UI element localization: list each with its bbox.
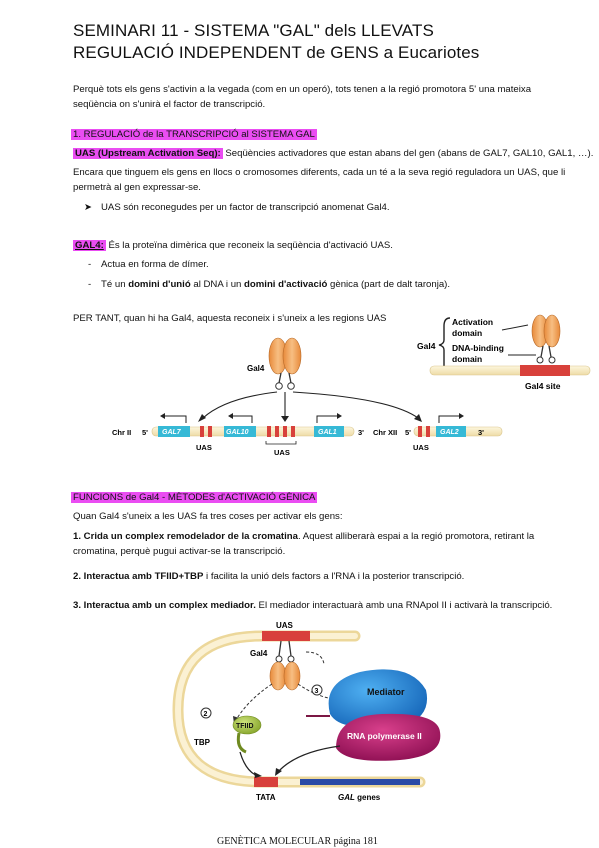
gene-gal1 (314, 426, 344, 437)
function-item-2: 2. Interactua amb TFIID+TBP i facilita l… (73, 571, 465, 582)
inset-activation-label: Activation (452, 317, 493, 327)
arrow-bullet-icon: ➤ (84, 202, 93, 213)
chromosome-ii-strand: Chr II 5' GAL7 GAL10 GAL1 3' UAS UAS (112, 413, 364, 457)
dash-item-2: Té un domini d'unió al DNA i un domini d… (101, 279, 451, 290)
svg-text:domain: domain (452, 354, 482, 364)
inset-gal4-label: Gal4 (417, 341, 436, 351)
gal4-definition: GAL4: És la proteïna dimèrica que recone… (73, 240, 393, 251)
dash-item-1: Actua en forma de dímer. (101, 259, 209, 270)
para2-line1: Encara que tinguem els gens en llocs o c… (73, 167, 566, 178)
svg-text:Chr XII: Chr XII (373, 428, 397, 437)
page-title-line1: SEMINARI 11 - SISTEMA "GAL" dels LLEVATS (73, 21, 434, 40)
gene-gal10 (224, 426, 256, 437)
step-2-circle-icon (200, 707, 212, 719)
center-gal4-label: Gal4 (247, 364, 265, 373)
uas-label: UAS (196, 443, 212, 452)
svg-text:5': 5' (405, 428, 411, 437)
intro-line2: seqüència on s'unirà el factor de transc… (73, 99, 266, 110)
uas-box (291, 426, 295, 437)
inset-gal4-site (520, 365, 570, 376)
bullet-uas: UAS són reconegudes per un factor de tra… (101, 202, 390, 213)
transcription-arrow-icon (228, 413, 233, 419)
arrow-rnapol-to-tata (277, 745, 341, 773)
gene-gal7 (158, 426, 190, 437)
tfiid-label: TFIID (236, 723, 254, 730)
svg-text:5': 5' (142, 428, 148, 437)
fig2-gal-genes-bar (300, 779, 420, 785)
uas-box (426, 426, 430, 437)
svg-text:3': 3' (358, 428, 364, 437)
gal4-activation-figure: UAS TATA GAL genes Gal4 Mediator RNA pol… (172, 621, 441, 802)
transcription-arrow-icon (160, 413, 165, 419)
svg-text:3': 3' (478, 428, 484, 437)
fig2-tata-label: TATA (256, 793, 276, 802)
gene-gal2 (436, 426, 466, 437)
inset-pointer-line (501, 324, 529, 331)
gal4-dimer-center: Gal4 (247, 337, 302, 390)
gal4-uas-figure: Gal4 Activation domain DNA-binding domai… (112, 314, 591, 457)
uas-box (283, 426, 287, 437)
fig2-uas-box (262, 631, 310, 641)
uas-box (418, 426, 422, 437)
section1-heading: 1. REGULACIÓ de la TRANSCRIPCIÓ al SISTE… (71, 129, 317, 140)
uas-label: UAS (413, 443, 429, 452)
tfiid-shape (232, 715, 262, 735)
fig2-gal4-dimer: Gal4 (250, 640, 301, 691)
para2-line2: permetrà al gen expressar-se. (73, 182, 201, 193)
pertant-text: PER TANT, quan hi ha Gal4, aquesta recon… (73, 313, 387, 324)
tfiid-tbp-complex: TFIID TBP (194, 715, 262, 754)
svg-text:Chr II: Chr II (112, 428, 131, 437)
rnapol-label: RNA polymerase II (347, 731, 422, 741)
gal4-term: GAL4: (73, 240, 106, 251)
uas-box (275, 426, 279, 437)
uas-box (267, 426, 271, 437)
inset-gal4-lobe (543, 314, 561, 348)
svg-text:GAL1: GAL1 (318, 429, 337, 436)
arrow-tbp-to-tata (239, 751, 259, 777)
page-title-line2: REGULACIÓ INDEPENDENT de GENS a Eucariot… (73, 43, 480, 62)
function-item-1: 1. Crida un complex remodelador de la cr… (73, 531, 535, 542)
uas-box (200, 426, 204, 437)
rna-polymerase-ii: RNA polymerase II (336, 713, 441, 761)
step-3-circle-icon (311, 684, 323, 696)
uas-term: UAS (Upstream Activation Seq): (73, 148, 223, 159)
page-footer: GENÈTICA MOLECULAR página 181 (217, 836, 378, 847)
fig2-uas-label: UAS (276, 621, 294, 630)
rnapol-shape (336, 713, 441, 761)
uas-definition: UAS (Upstream Activation Seq): Seqüèncie… (73, 148, 594, 159)
arrow-to-gal2 (292, 391, 419, 419)
inset-dnabinding-label: DNA-binding (452, 343, 504, 353)
dashed-arrow-loop (305, 651, 325, 665)
inset-brace-icon (438, 317, 451, 373)
section2-heading: FUNCIONS de Gal4 - MÈTODES d'ACTIVACIÓ G… (71, 492, 318, 503)
svg-text:GAL2: GAL2 (440, 429, 459, 436)
tbp-shape (236, 732, 247, 754)
gal4-inset-diagram: Gal4 Activation domain DNA-binding domai… (417, 314, 591, 391)
svg-text:domain: domain (452, 328, 482, 338)
svg-text:GAL10: GAL10 (226, 429, 249, 436)
dash-icon: - (88, 259, 92, 270)
section2-intro: Quan Gal4 s'uneix a les UAS fa tres cose… (73, 511, 343, 522)
dashed-arrow-to-tfiid (235, 683, 273, 721)
transcription-arrow-icon (459, 413, 464, 419)
arrow-to-gal7 (202, 391, 278, 419)
fig2-gal4-label: Gal4 (250, 649, 268, 658)
svg-text:2: 2 (204, 711, 208, 718)
transcription-arrow-icon (337, 413, 342, 419)
uas-box (208, 426, 212, 437)
function-item-3: 3. Interactua amb un complex mediador. E… (73, 600, 553, 611)
tbp-label: TBP (194, 738, 211, 747)
inset-gal4-site-label: Gal4 site (525, 381, 561, 391)
mediator-label: Mediator (367, 687, 405, 697)
chromosome-xii-strand: Chr XII 5' GAL2 3' UAS (373, 413, 503, 452)
svg-text:3: 3 (315, 688, 319, 695)
function-item-1-line2: cromatina, perquè pugui activar-se la tr… (73, 546, 286, 557)
fig2-tata-box (254, 777, 278, 787)
fig2-gal-genes-label: GAL genes (338, 793, 381, 802)
intro-line1: Perquè tots els gens s'activin a la vega… (73, 84, 532, 95)
uas-label: UAS (274, 448, 290, 457)
svg-text:GAL7: GAL7 (162, 429, 182, 436)
dash-icon: - (88, 279, 92, 290)
